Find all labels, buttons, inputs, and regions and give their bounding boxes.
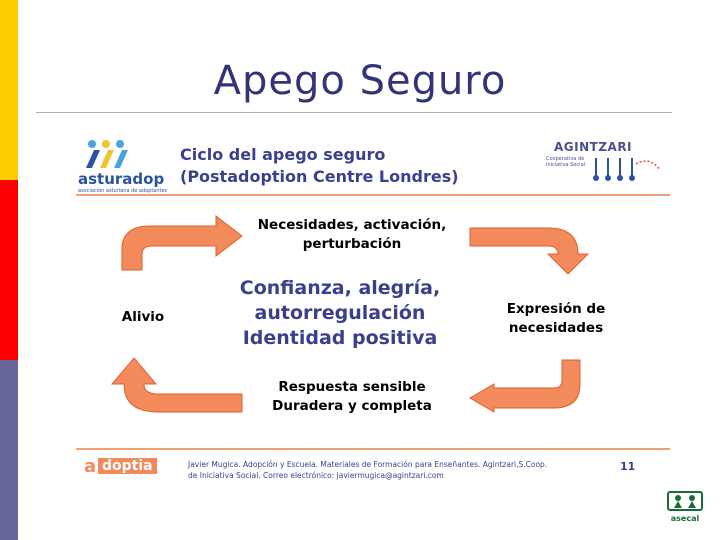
label-necesidades-line2: perturbación [302,236,402,252]
diagram-header-line1: Ciclo del apego seguro [180,145,386,164]
arrow-up-right-icon [121,214,243,271]
sidebar-yellow-bar [0,0,18,180]
adoptia-logo: a doptia [84,456,176,478]
diagram-header: Ciclo del apego seguro (Postadoption Cen… [180,144,459,188]
agintzari-wordmark: AGINTZARI [554,140,633,154]
asturadop-logo: asturadop asociación asturiana de adopta… [78,138,170,194]
title-divider [36,112,672,113]
footer-credit: Javier Mugica. Adopción y Escuela. Mater… [188,459,578,481]
asturadop-figures-icon [86,140,128,168]
center-message: Confianza, alegría, autorregulación Iden… [232,276,448,351]
asturadop-wordmark: asturadop [78,170,165,188]
arrow-right-down-icon [469,227,590,275]
center-line2: autorregulación [254,302,426,324]
label-respuesta-line1: Respuesta sensible [278,379,426,395]
label-expresion: Expresión de necesidades [488,300,624,338]
footer-orange-rule [76,448,670,450]
slide-image: asturadop asociación asturiana de adopta… [72,130,670,490]
label-necesidades: Necesidades, activación, perturbación [242,216,462,254]
adoptia-wordmark: doptia [98,458,157,474]
label-necesidades-line1: Necesidades, activación, [257,217,447,233]
agintzari-figures-icon [593,158,661,181]
footer-credit-line2: de Iniciativa Social. Correo electrónico… [188,471,444,480]
header-orange-rule [76,194,670,196]
footer-credit-line1: Javier Mugica. Adopción y Escuela. Mater… [188,460,548,469]
slide-title: Apego Seguro [213,58,507,104]
sidebar-purple-bar [0,360,18,540]
asturadop-tagline: asociación asturiana de adoptantes [78,188,168,194]
asecal-wordmark: asecal [670,514,700,523]
center-line1: Confianza, alegría, [239,277,441,299]
label-expresion-line1: Expresión de [506,301,606,317]
label-respuesta-line2: Duradera y completa [272,398,432,414]
arrow-left-up-icon [110,357,243,413]
label-expresion-line2: necesidades [508,320,604,336]
asecal-figures-icon [667,491,703,511]
sidebar-red-bar [0,180,18,360]
page-number: 11 [620,460,636,473]
diagram-header-line2: (Postadoption Centre Londres) [180,167,459,186]
center-line3: Identidad positiva [242,327,438,349]
label-alivio: Alivio [121,309,165,325]
adoptia-prefix: a [84,456,97,477]
agintzari-logo: AGINTZARI Cooperativa de Iniciativa Soci… [542,136,662,188]
asecal-logo: asecal [666,490,704,523]
label-respuesta: Respuesta sensible Duradera y completa [252,378,452,416]
arrow-down-left-icon [469,359,581,413]
agintzari-subtitle: Cooperativa de Iniciativa Social [546,156,586,168]
